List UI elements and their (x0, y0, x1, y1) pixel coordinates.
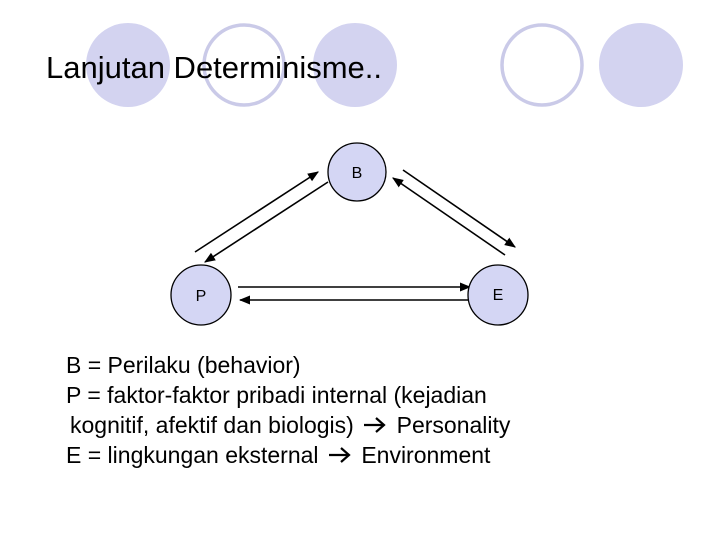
deco-circle-filled (86, 23, 170, 107)
legend-p-description: kognitif, afektif dan biologis) (70, 412, 354, 438)
legend-line-e: E = lingkungan eksternal Environment (66, 440, 510, 470)
node-p: P (170, 264, 232, 326)
node-p-label: P (196, 288, 207, 305)
node-b: B (327, 142, 387, 202)
legend-line-p: P = faktor-faktor pribadi internal (keja… (66, 382, 487, 408)
legend-e-description: E = lingkungan eksternal (66, 442, 319, 468)
arrow-b-to-p (204, 181, 329, 263)
deco-circle-outline (500, 23, 584, 107)
legend: B = Perilaku (behavior) P = faktor-fakto… (66, 350, 510, 470)
legend-p-term: Personality (396, 412, 511, 438)
legend-line-b: B = Perilaku (behavior) (66, 352, 301, 378)
slide-title: Lanjutan Determinisme.. (46, 50, 382, 85)
right-arrow-icon (364, 417, 386, 433)
node-e-label: E (493, 287, 504, 304)
node-b-label: B (352, 165, 363, 182)
deco-circle-filled (599, 23, 683, 107)
right-arrow-icon (328, 447, 351, 463)
arrow-b-to-e (402, 169, 516, 248)
arrow-e-to-b (392, 177, 506, 256)
deco-circle-outline (202, 23, 286, 107)
legend-line-p-cont: kognitif, afektif dan biologis) Personal… (66, 410, 510, 440)
decorative-circles (86, 23, 683, 107)
arrow-p-to-b (194, 171, 319, 253)
node-e: E (467, 264, 529, 326)
deco-circle-filled (313, 23, 397, 107)
legend-e-term: Environment (361, 442, 491, 468)
